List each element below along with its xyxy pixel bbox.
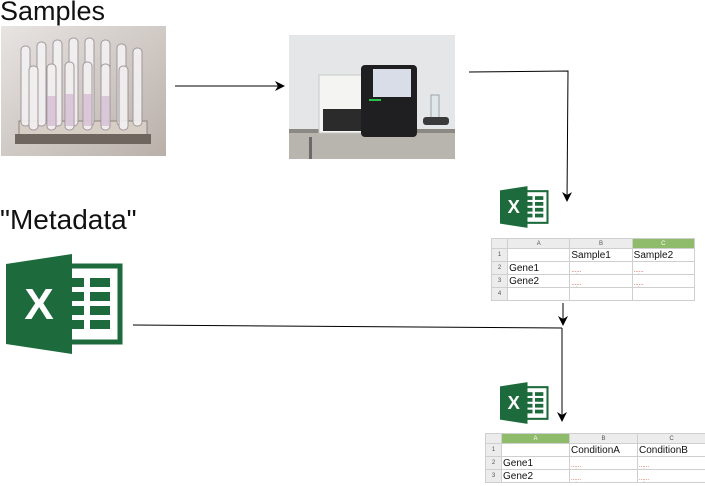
table-cell: ......: [569, 261, 633, 275]
table-cell: [569, 287, 633, 301]
excel-icon: X: [500, 186, 549, 228]
table-cell: Gene2: [507, 274, 571, 288]
table-row: 3 Gene2 ...... ......: [490, 274, 696, 288]
sequencer-photo: [289, 35, 455, 159]
column-header-row: A B C: [490, 238, 696, 249]
table-row: 2 Gene1 ...... ......: [485, 456, 705, 470]
table-cell: ......: [637, 456, 705, 470]
table-row: 4: [490, 287, 696, 301]
table-row: 1 ConditionA ConditionB: [485, 443, 705, 457]
arrow-metadata-to-table: [132, 324, 563, 329]
table-cell: [507, 248, 571, 262]
table-cell: ConditionA: [569, 443, 638, 457]
samples-label: Samples: [0, 0, 106, 26]
column-header-row: A B C: [485, 433, 705, 444]
table-cell: ......: [631, 261, 696, 275]
table-cell: [501, 443, 570, 457]
table-cell: Gene2: [501, 469, 570, 483]
table-cell: Gene1: [507, 261, 571, 275]
arrow-sequencer-to-counts: [468, 70, 573, 202]
excel-icon-letter: X: [508, 392, 521, 413]
count-spreadsheet: A B C 1 Sample1 Sample2 2 Gene1 ...... .…: [490, 238, 696, 301]
table-row: 3 Gene2 ...... ......: [485, 469, 705, 483]
table-row: 2 Gene1 ...... ......: [490, 261, 696, 275]
metadata-spreadsheet: A B C 1 ConditionA ConditionB 2 Gene1 ..…: [485, 433, 705, 483]
row-number: 4: [490, 287, 509, 301]
table-cell: ......: [569, 469, 638, 483]
table-cell: ......: [569, 456, 638, 470]
table-cell: Sample1: [569, 248, 633, 262]
table-cell: ConditionB: [637, 443, 705, 457]
table-cell: ......: [631, 274, 696, 288]
excel-icon: X: [6, 254, 123, 354]
table-cell: ......: [637, 469, 705, 483]
table-cell: Gene1: [501, 456, 570, 470]
corner-cell: [490, 238, 509, 249]
column-header: B: [569, 433, 638, 444]
table-cell: [507, 287, 571, 301]
column-header: A: [507, 238, 571, 249]
sample-tubes-photo: [1, 26, 166, 156]
excel-icon: X: [500, 382, 549, 424]
row-number: 1: [490, 248, 509, 262]
table-cell: ......: [569, 274, 633, 288]
row-number: 3: [490, 274, 509, 288]
metadata-label: "Metadata": [0, 204, 137, 235]
row-number: 2: [485, 456, 502, 470]
column-header: C: [637, 433, 705, 444]
excel-icon-letter: X: [508, 196, 521, 217]
table-cell: Sample2: [631, 248, 696, 262]
corner-cell: [485, 433, 502, 444]
row-number: 2: [490, 261, 509, 275]
row-number: 3: [485, 469, 502, 483]
row-number: 1: [485, 443, 502, 457]
excel-icon-letter: X: [24, 280, 53, 329]
column-header: A: [501, 433, 570, 444]
table-cell: [631, 287, 696, 301]
table-row: 1 Sample1 Sample2: [490, 248, 696, 262]
column-header: B: [569, 238, 633, 249]
column-header: C: [631, 238, 696, 249]
